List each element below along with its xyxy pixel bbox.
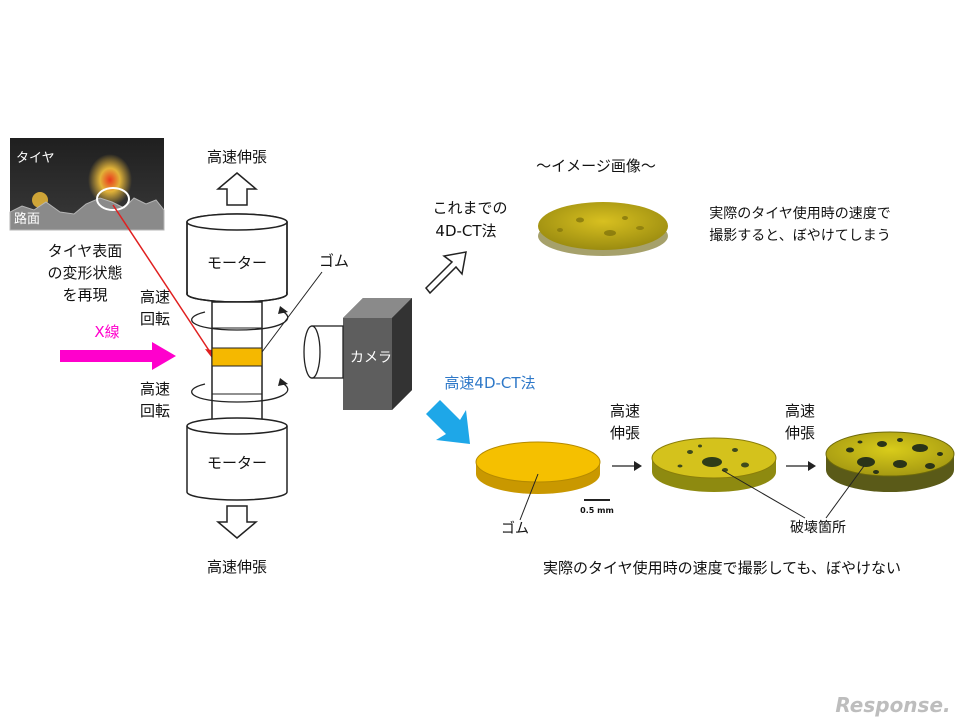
image-heading: ～イメージ画像～ [536, 157, 656, 175]
rotation-lower-line2: 回転 [140, 402, 170, 420]
conventional-arrow [424, 251, 467, 295]
stretch-top-label: 高速伸張 [207, 148, 267, 166]
stretch-bottom-label: 高速伸張 [207, 558, 267, 576]
camera-label: カメラ [350, 350, 392, 366]
step2-label-line1: 高速 [785, 402, 815, 420]
rubber-disk-leader [519, 473, 539, 521]
reproduction-caption-line1: タイヤ表面 [48, 242, 123, 260]
motor-bottom: モーター [186, 417, 288, 501]
motor-bottom-label: モーター [207, 454, 267, 472]
rubber-disk-pristine [475, 441, 601, 494]
rotation-upper-line2: 回転 [140, 310, 170, 328]
blurred-disk [538, 202, 668, 256]
xray-arrow [60, 342, 176, 370]
fracture-label: 破壊箇所 [790, 519, 846, 536]
rotation-lower-line1: 高速 [140, 380, 170, 398]
conventional-label-line1: これまでの [432, 199, 507, 217]
stretch-down-arrow [215, 505, 259, 539]
scale-label: 0.5 mm [580, 506, 614, 515]
pointer-line [112, 204, 213, 356]
conventional-note-line1: 実際のタイヤ使用時の速度で [709, 205, 891, 222]
rubber-sample [211, 347, 263, 367]
conventional-note-line2: 撮影すると、ぼやけてしまう [709, 227, 890, 244]
reproduction-caption-line2: の変形状態 [47, 264, 122, 282]
stretch-up-arrow [215, 172, 259, 206]
response-watermark: Response. [835, 693, 950, 717]
rubber-label-apparatus: ゴム [319, 252, 349, 270]
motor-top: モーター [186, 213, 288, 303]
highspeed-label: 高速4D-CT法 [444, 374, 535, 392]
highspeed-note: 実際のタイヤ使用時の速度で撮影しても、ぼやけない [543, 559, 901, 577]
rubber-leader [261, 271, 323, 353]
camera: カメラ [303, 298, 412, 410]
tire-photo: タイヤ 路面 [9, 138, 165, 231]
rotation-arrow-lower [191, 381, 289, 403]
pointer-arrowhead [205, 349, 212, 358]
motor-top-label: モーター [207, 254, 267, 272]
conventional-label-line2: 4D-CT法 [435, 222, 496, 240]
xray-label: X線 [94, 323, 119, 341]
fracture-leader-1 [721, 469, 806, 519]
road-label: 路面 [14, 211, 40, 227]
highspeed-arrow [426, 400, 470, 444]
step2-label-line2: 伸張 [785, 424, 815, 442]
rotation-upper-line1: 高速 [140, 288, 170, 306]
highspeed-rubber-label: ゴム [501, 520, 529, 537]
fracture-leader-2 [825, 465, 865, 519]
watermark-text: Response. [835, 693, 950, 717]
reproduction-caption-line3: を再現 [62, 286, 107, 304]
rubber-disk-fractured [825, 431, 955, 492]
tire-label: タイヤ [16, 151, 55, 166]
rubber-disk-stretched [651, 437, 777, 492]
step1-label-line1: 高速 [610, 402, 640, 420]
step1-label-line2: 伸張 [610, 424, 640, 442]
